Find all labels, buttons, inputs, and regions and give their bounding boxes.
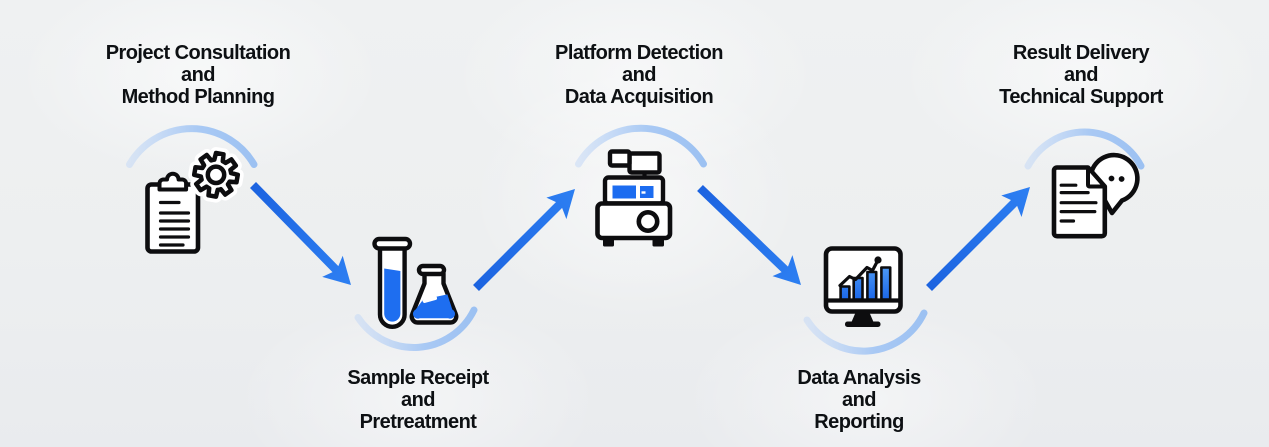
step4-title: Data Analysis and Reporting <box>719 367 999 433</box>
test-tube-liquid <box>384 268 401 322</box>
step2-title-line3: Pretreatment <box>359 411 477 433</box>
monitor-stand <box>851 311 874 322</box>
monitor-bar-chart-icon <box>823 246 903 327</box>
arc-step2 <box>354 306 478 351</box>
arrow-3 <box>697 184 801 285</box>
step3-title: Platform Detection and Data Acquisition <box>499 42 779 108</box>
arrow-1 <box>249 182 351 285</box>
arc-step5 <box>1024 128 1145 170</box>
chart-bars <box>839 266 892 301</box>
step3-title-line2: and <box>622 64 656 86</box>
arrow-2 <box>473 189 575 291</box>
arc-step3 <box>575 124 707 168</box>
step5-title-line2: and <box>1064 64 1098 86</box>
step1-title-line3: Method Planning <box>121 86 275 108</box>
test-tube-flask-icon <box>372 236 459 329</box>
arrow-4 <box>926 187 1030 291</box>
step5-title-line3: Technical Support <box>999 86 1163 108</box>
clipboard-gear-icon <box>145 147 244 254</box>
step2-title-line2: and <box>401 389 435 411</box>
trend-line <box>838 259 880 288</box>
step4-title-line3: Reporting <box>814 411 904 433</box>
step2-title: Sample Receipt and Pretreatment <box>278 367 558 433</box>
arc-step1 <box>126 125 258 168</box>
analysis-instrument-icon <box>595 149 673 247</box>
step1-title-line1: Project Consultation <box>105 42 291 64</box>
step1-title: Project Consultation and Method Planning <box>58 42 338 108</box>
instrument-screen-left <box>612 185 636 199</box>
document-chat-bubble-icon <box>1051 152 1140 239</box>
step5-title-line1: Result Delivery <box>1012 42 1150 64</box>
step4-title-line2: and <box>842 389 876 411</box>
step1-title-line2: and <box>181 64 215 86</box>
step5-title: Result Delivery and Technical Support <box>941 42 1221 108</box>
step2-title-line1: Sample Receipt <box>347 367 489 389</box>
step4-title-line1: Data Analysis <box>797 367 921 389</box>
arc-step4 <box>803 309 928 355</box>
instrument-screen-right <box>640 186 654 198</box>
step3-title-line3: Data Acquisition <box>564 86 714 108</box>
step3-title-line1: Platform Detection <box>555 42 723 64</box>
